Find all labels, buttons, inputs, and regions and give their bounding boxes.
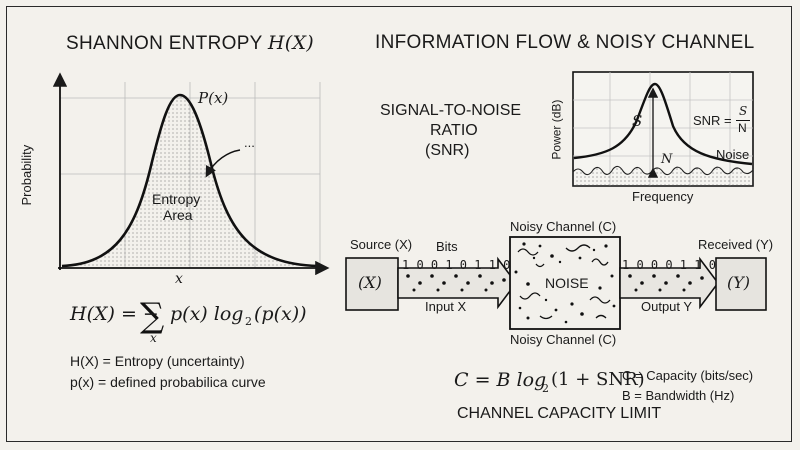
snr-y-axis-label: Power (dB) bbox=[549, 99, 564, 160]
snr-formula-denominator: N bbox=[738, 121, 747, 135]
received-box bbox=[715, 257, 767, 311]
capacity-formula: C = B log bbox=[454, 369, 547, 391]
entropy-pointer-arrow bbox=[205, 149, 241, 178]
entropy-plot bbox=[52, 72, 330, 276]
x-axis-label: x bbox=[175, 271, 183, 287]
entropy-area bbox=[62, 95, 318, 266]
noise-label: Noise bbox=[716, 147, 750, 162]
snr-fraction-bar bbox=[736, 120, 750, 121]
entropy-formula-log-sub: 2 bbox=[245, 315, 252, 328]
entropy-title-text: SHANNON ENTROPY bbox=[66, 33, 263, 54]
snr-title-line3: (SNR) bbox=[425, 142, 470, 159]
curve-label: P(x) bbox=[198, 89, 229, 107]
noise-n-marker: N bbox=[661, 152, 673, 167]
capacity-formula-sub: 2 bbox=[542, 382, 549, 395]
entropy-formula-tail: (p(x)) bbox=[254, 303, 307, 325]
arrow-ellipsis: ... bbox=[244, 135, 255, 150]
entropy-formula-sum-sub: x bbox=[150, 331, 157, 345]
output-label: Output Y bbox=[641, 299, 693, 314]
capacity-limit-label: CHANNEL CAPACITY LIMIT bbox=[457, 405, 662, 422]
y-axis-label: Probability bbox=[19, 144, 35, 206]
entropy-title-math: H(X) bbox=[267, 32, 315, 54]
channel-label-bottom: Noisy Channel (C) bbox=[510, 332, 617, 347]
bits-label: Bits bbox=[436, 239, 458, 254]
outer-frame bbox=[6, 6, 792, 442]
sigma-symbol: ∑ bbox=[140, 296, 164, 336]
snr-title-line2: RATIO bbox=[430, 122, 478, 139]
entropy-definition: H(X) = Entropy (uncertainty) bbox=[70, 353, 245, 369]
noise-dots bbox=[514, 242, 616, 324]
output-bits: 1 0 0 0 1 1 0 bbox=[622, 258, 716, 272]
area-label-line1: Entropy bbox=[152, 191, 201, 207]
entropy-formula-rhs: p(x) log bbox=[170, 303, 244, 325]
source-box bbox=[345, 257, 399, 311]
received-box-label: (Y) bbox=[727, 273, 751, 292]
bandwidth-definition: B = Bandwidth (Hz) bbox=[622, 388, 735, 403]
snr-title-line1: SIGNAL-TO-NOISE bbox=[380, 102, 522, 119]
entropy-title: SHANNON ENTROPY H(X) bbox=[66, 33, 314, 55]
noise-floor bbox=[572, 165, 754, 187]
snr-chart bbox=[572, 71, 754, 187]
capacity-formula-tail: (1 + SNR) bbox=[551, 369, 645, 390]
signal-spectrum-curve bbox=[573, 82, 753, 166]
snr-formula-numerator: S bbox=[739, 104, 748, 118]
noise-word: NOISE bbox=[545, 275, 589, 291]
output-bit-dots bbox=[628, 274, 704, 292]
probability-definition: p(x) = defined probabilica curve bbox=[70, 374, 266, 390]
probability-curve bbox=[61, 93, 319, 268]
input-arrow bbox=[397, 256, 517, 310]
input-bit-dots bbox=[406, 274, 506, 292]
input-bits: 1 0 0 1 0 1 1 0 bbox=[402, 258, 511, 272]
snr-formula-label: SNR = bbox=[693, 113, 732, 128]
output-arrow bbox=[619, 256, 719, 310]
channel-flow bbox=[345, 236, 767, 330]
capacity-definition: C = Capacity (bits/sec) bbox=[622, 368, 754, 383]
received-label: Received (Y) bbox=[698, 237, 774, 252]
signal-s-label: S bbox=[632, 112, 643, 130]
channel-label-top: Noisy Channel (C) bbox=[510, 219, 617, 234]
information-flow-title: INFORMATION FLOW & NOISY CHANNEL bbox=[375, 32, 755, 53]
entropy-formula-lhs: H(X) = − bbox=[70, 303, 159, 325]
source-box-label: (X) bbox=[358, 273, 382, 292]
snr-x-axis-label: Frequency bbox=[632, 189, 694, 204]
noise-texture bbox=[517, 244, 611, 320]
source-label: Source (X) bbox=[350, 237, 413, 252]
input-label: Input X bbox=[425, 299, 467, 314]
area-label-line2: Area bbox=[163, 207, 193, 223]
